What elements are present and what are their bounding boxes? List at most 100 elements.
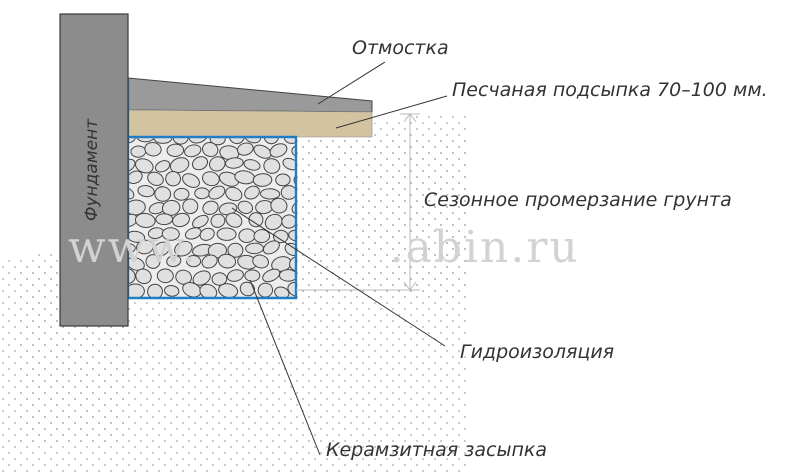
clay-pebble [228,137,245,145]
clay-pebble [169,157,190,174]
leader-lines [231,61,448,456]
clay-pebble [182,198,199,215]
clay-pebble [224,157,244,169]
clay-pebble [291,143,296,158]
clay-pebble [244,185,260,200]
clay-pebble [128,283,145,297]
sand-layer [127,109,373,138]
clay-pebble [218,171,240,187]
clay-pebble [182,173,200,188]
clay-pebble [164,285,180,297]
clay-pebble [291,199,296,215]
clay-pebble [225,186,243,202]
clay-pebble [236,142,254,156]
clay-pebble [188,137,209,144]
clay-pebble [145,254,161,269]
clay-pebble [225,212,243,228]
clay-pebble [134,158,154,174]
clay-pebble [161,227,180,241]
clay-pebble [243,159,261,171]
clay-pebble [253,229,271,244]
clay-pebble [282,157,296,171]
clay-pebble [147,283,163,297]
clay-pebble [289,256,296,272]
clay-pebble [156,268,174,284]
clay-pebble [252,254,269,269]
clay-pebble [128,256,145,271]
clay-pebble [280,185,296,200]
clay-pebble [270,197,288,214]
clay-pebble [211,272,228,286]
clay-pebble [199,283,218,297]
clay-pebble [165,170,181,187]
clay-pebble [273,229,289,244]
clay-pebble [202,171,220,187]
clay-label: Керамзитная засыпка [326,439,547,461]
clay-pebble [244,269,261,282]
clay-pebble [210,213,226,228]
clay-pebble [227,242,244,258]
clay-pebble [147,171,164,186]
clay-pebble [135,268,152,285]
clay-pebble [202,141,219,158]
clay-pebble [192,270,211,286]
clay-pebble [185,254,202,268]
clay-pebble [262,240,280,255]
clay-pebble [175,269,192,285]
sand-label: Песчаная подсыпка 70–100 мм. [452,79,768,101]
clay-pebble [262,268,281,283]
clay-pebble [154,160,171,173]
clay-pebble [184,144,202,158]
clay-pebble [128,243,136,255]
clay-pebble [208,185,226,200]
clay-pebble [260,188,281,200]
clay-pebble [263,137,280,145]
clay-pebble [174,240,193,257]
clay-pebble [191,156,209,171]
clay-pebble [128,268,136,284]
clay-pebble [173,187,190,201]
clay-pebble [137,185,155,198]
clay-pebble [217,253,237,269]
clay-pebble [202,200,219,215]
clay-pebble [194,187,210,200]
clay-pebble [161,199,181,216]
otmostka-slab [127,77,373,113]
clay-pebble [153,241,170,257]
clay-pebble [128,199,146,216]
clay-pebble [134,212,156,228]
clay-pebble [207,242,227,259]
clay-pebble [252,173,273,187]
clay-pebble [216,227,237,241]
clay-pebble [218,283,239,297]
clay-pebble [144,141,162,157]
clay-pebble [288,229,296,243]
clay-pebble [166,254,182,268]
freezing-label: Сезонное промерзание грунта [424,189,732,211]
clay-pebble [209,156,226,172]
clay-pebble [269,143,288,158]
clay-pebble [154,186,172,202]
clay-pebble [201,254,218,269]
clay-pebble [253,144,272,159]
clay-pebble [275,173,291,187]
watermark: www. .abin.ru [68,222,580,273]
foundation-block [59,13,129,327]
clay-pebble [281,214,296,229]
foundation-label: Фундамент [82,118,102,221]
clay-pebble [293,172,296,187]
clay-pebble [263,158,281,174]
clay-pebble [248,212,264,228]
clay-pebble [130,145,147,158]
clay-pebble [209,137,226,146]
expanded-clay-fill [128,137,296,297]
clay-pebble [239,281,256,297]
clay-pebble [199,227,215,241]
clay-pebble [136,239,154,255]
clay-pebble [184,227,202,240]
clay-pebble [237,200,254,214]
clay-pebble [226,269,244,282]
clay-pebble [172,212,190,228]
clay-pebble [135,137,157,143]
